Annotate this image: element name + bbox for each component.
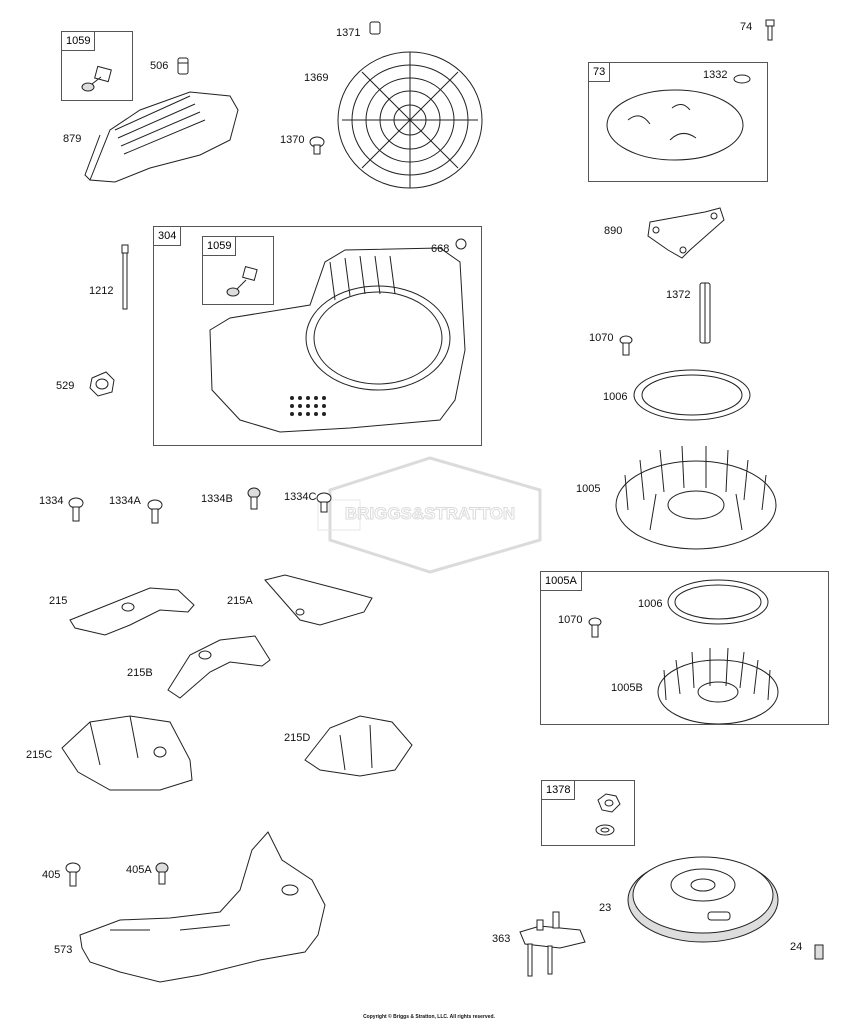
- label-573: 573: [54, 944, 73, 956]
- label-215D: 215D: [284, 732, 311, 744]
- watermark-logo: BRIGGS&STRATTON: [317, 456, 542, 574]
- label-1212: 1212: [89, 285, 114, 297]
- label-215C: 215C: [26, 749, 53, 761]
- label-668: 668: [431, 243, 450, 255]
- label-890: 890: [604, 225, 623, 237]
- label-506: 506: [150, 60, 169, 72]
- part-215D-baffle: [304, 715, 413, 777]
- label-405A: 405A: [126, 864, 152, 876]
- part-1006-gasket-a: [633, 369, 751, 421]
- part-363-bracket: [519, 911, 586, 977]
- part-1005B-fan: [657, 647, 779, 725]
- part-24-key: [814, 944, 824, 960]
- tag-304: 304: [153, 226, 182, 246]
- label-24: 24: [790, 941, 803, 953]
- part-1006-gasket-b: [667, 579, 769, 625]
- label-1070-b: 1070: [558, 614, 583, 626]
- label-1370: 1370: [280, 134, 305, 146]
- callout-box-304: [153, 226, 482, 446]
- label-1334B: 1334B: [201, 493, 233, 505]
- part-215A-baffle: [264, 574, 373, 626]
- label-1334: 1334: [39, 495, 64, 507]
- part-215-baffle: [69, 587, 195, 636]
- part-890-bracket: [647, 207, 725, 259]
- part-1334C-bolt: [316, 492, 332, 513]
- label-215B: 215B: [127, 667, 153, 679]
- part-1369-grill: [337, 51, 483, 189]
- part-1334A-bolt: [147, 499, 163, 524]
- part-1059-screw-b: [226, 266, 258, 297]
- label-1372: 1372: [666, 289, 691, 301]
- label-1334C: 1334C: [284, 491, 317, 503]
- tag-73: 73: [588, 62, 611, 82]
- label-1005B: 1005B: [611, 682, 643, 694]
- callout-box-73: [588, 62, 768, 182]
- callout-box-1005A: [540, 571, 829, 725]
- tag-1378: 1378: [541, 780, 576, 800]
- label-1332: 1332: [703, 69, 728, 81]
- label-879: 879: [63, 133, 82, 145]
- part-1371-nut: [369, 21, 381, 35]
- callout-box-1059: [61, 31, 133, 101]
- part-405-bolt: [65, 862, 81, 887]
- part-1334B-bolt: [247, 487, 261, 510]
- part-879-shroud: [84, 91, 239, 183]
- part-573-baffle: [79, 831, 326, 983]
- part-1059-screw: [81, 65, 112, 92]
- label-1006-b: 1006: [638, 598, 663, 610]
- part-1005-fan: [615, 445, 777, 550]
- part-215C-baffle: [61, 715, 193, 791]
- part-1370-bolt: [309, 136, 325, 155]
- label-1334A: 1334A: [109, 495, 141, 507]
- tag-1059-b: 1059: [202, 236, 237, 256]
- part-1334-bolt: [68, 497, 84, 522]
- tag-1005A: 1005A: [540, 571, 582, 591]
- tag-1059: 1059: [61, 31, 96, 51]
- label-1369: 1369: [304, 72, 329, 84]
- label-1005: 1005: [576, 483, 601, 495]
- watermark-text: BRIGGS&STRATTON: [345, 504, 515, 523]
- part-215B-baffle: [167, 635, 271, 699]
- label-215: 215: [49, 595, 68, 607]
- part-74-screw: [765, 19, 775, 41]
- part-529-bushing: [89, 371, 115, 397]
- part-23-flywheel: [627, 856, 779, 943]
- part-304-blower-housing: [209, 247, 466, 433]
- part-506-stud: [177, 57, 189, 75]
- label-1006-a: 1006: [603, 391, 628, 403]
- label-363: 363: [492, 933, 511, 945]
- label-74: 74: [740, 21, 753, 33]
- part-1372-spacer: [699, 282, 711, 344]
- part-1070-bolt-b: [588, 617, 602, 638]
- part-405A-bolt: [155, 862, 169, 885]
- label-529: 529: [56, 380, 75, 392]
- label-405: 405: [42, 869, 61, 881]
- label-1371: 1371: [336, 27, 361, 39]
- part-1378-nut-washer: [595, 793, 621, 836]
- part-1212-stud: [121, 244, 129, 310]
- part-668-plug: [455, 238, 467, 250]
- label-215A: 215A: [227, 595, 253, 607]
- part-73-screen: [606, 89, 744, 161]
- part-1070-bolt-a: [619, 335, 633, 356]
- copyright-text: Copyright © Briggs & Stratton, LLC. All …: [363, 1014, 495, 1020]
- callout-box-1059-b: [202, 236, 274, 305]
- label-23: 23: [599, 902, 612, 914]
- part-1332-washer: [733, 74, 751, 84]
- label-1070-a: 1070: [589, 332, 614, 344]
- callout-box-1378: [541, 780, 635, 846]
